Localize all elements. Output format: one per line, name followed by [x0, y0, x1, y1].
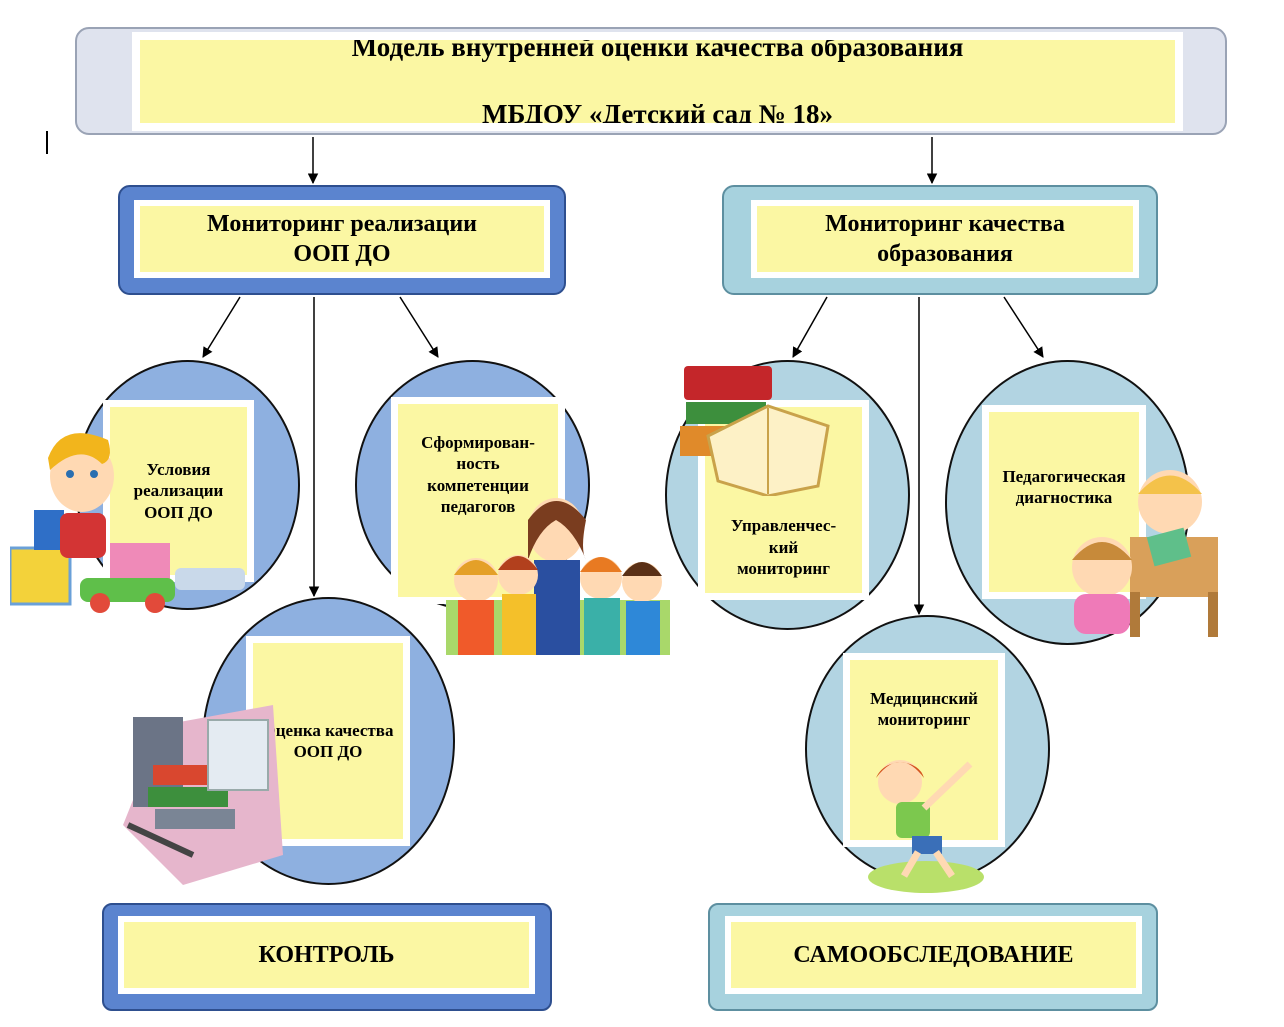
title-line-2: МБДОУ «Детский сад № 18»: [482, 99, 833, 130]
arrow-right-3: [1003, 296, 1044, 358]
arrow-right-1: [792, 296, 828, 358]
left-header: Мониторинг реализации ООП ДО: [134, 200, 550, 278]
open-book-icon: [680, 366, 830, 496]
arrow-left-3: [399, 296, 439, 358]
card-quality: Оценка качества ООП ДО: [246, 636, 410, 846]
arrow-left-1: [202, 296, 241, 358]
self-examination-box: САМООБСЛЕДОВАНИЕ: [725, 916, 1142, 994]
boy-with-toys-icon: [10, 433, 245, 613]
teacher-with-children-icon: [446, 498, 670, 655]
right-header: Мониторинг качества образования: [751, 200, 1139, 278]
children-at-desk-icon: [1072, 470, 1218, 637]
title-line-1: Модель внутренней оценки качества образо…: [351, 31, 964, 62]
books-icon: [123, 705, 283, 885]
control-box: КОНТРОЛЬ: [118, 916, 535, 994]
girl-exercising-icon: [868, 760, 984, 893]
title-box: Модель внутренней оценки качества образо…: [132, 32, 1183, 131]
